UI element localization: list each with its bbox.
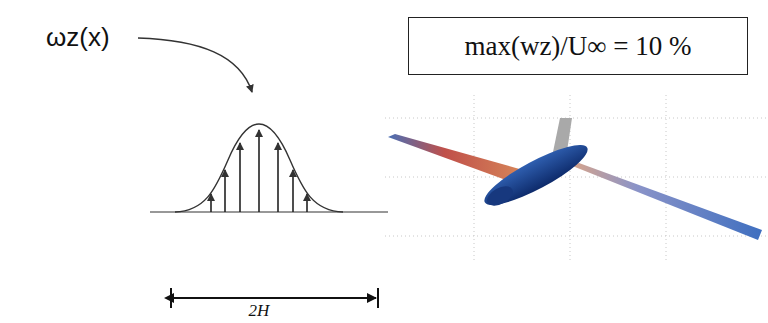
formula-box: max(wz)/U∞ = 10 %	[408, 17, 748, 75]
dimension-label: 2H	[249, 301, 270, 321]
formula-text: max(wz)/U∞ = 10 %	[464, 31, 691, 62]
vorticity-label: ωz(x)	[46, 22, 110, 53]
